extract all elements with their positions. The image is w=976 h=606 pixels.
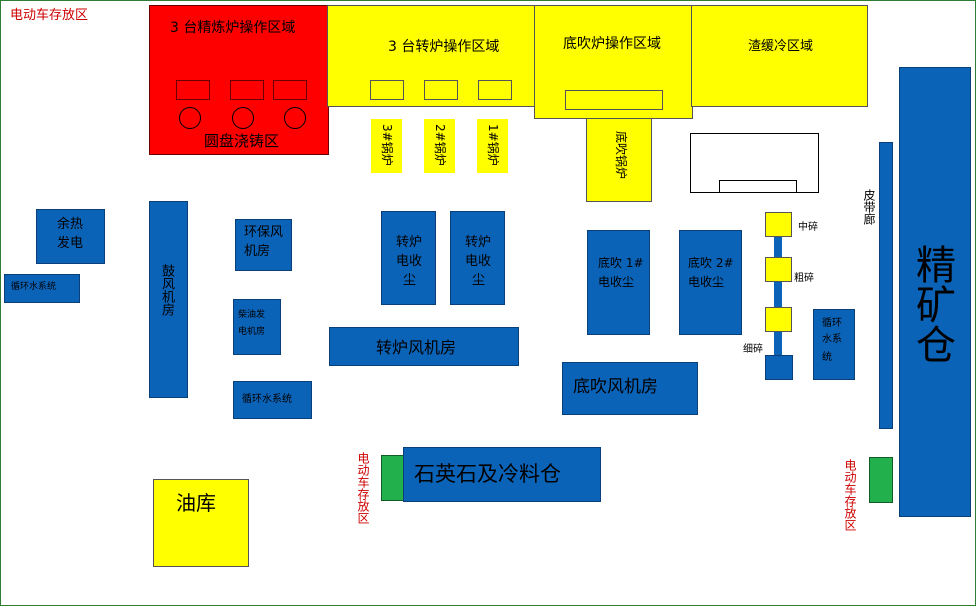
- casting-disc-3: [284, 107, 306, 129]
- ev-parking-right-label: 电动车存放区: [843, 459, 857, 531]
- diesel-generator-room: 柴油发 电机房: [233, 299, 281, 355]
- bottom-blow-area-label: 底吹炉操作区域: [563, 36, 661, 52]
- converter-area-label: 3 台转炉操作区域: [388, 39, 500, 55]
- conv-esp-1-line3: 尘: [403, 273, 417, 288]
- converter-operation-area: 3 台转炉操作区域: [327, 5, 537, 107]
- converter-esp-2: 转炉 电收 尘: [450, 211, 505, 305]
- crusher-fine: [765, 307, 792, 332]
- boiler-1: 1#锅炉: [477, 119, 508, 173]
- boiler-3-label: 3#锅炉: [380, 124, 394, 166]
- ev-parking-right: [869, 457, 893, 503]
- open-storage-box: [690, 133, 819, 193]
- bottom-blow-boiler: 底吹锅炉: [586, 118, 652, 202]
- diesel-line1: 柴油发: [238, 310, 266, 320]
- bottom-blow-boiler-label: 底吹锅炉: [614, 131, 628, 180]
- waste-heat-line2: 发电: [57, 236, 84, 251]
- circ-water-right-line3: 统: [822, 352, 832, 363]
- casting-disc-1: [179, 107, 201, 129]
- bb-esp-2-line2: 电收尘: [688, 275, 725, 289]
- bb-esp-1-line1: 底吹 1#: [598, 256, 644, 270]
- conv-esp-2-line1: 转炉: [465, 235, 492, 250]
- conv-fan-room-label: 转炉风机房: [376, 338, 457, 357]
- boiler-2: 2#锅炉: [424, 119, 455, 173]
- bb-fan-room-label: 底吹风机房: [573, 377, 658, 397]
- bottom-blow-esp-1: 底吹 1# 电收尘: [587, 230, 650, 335]
- crusher-mid: [765, 212, 792, 237]
- oil-depot-label: 油库: [176, 491, 216, 515]
- crusher-base: [765, 355, 793, 380]
- circ-water-left-label: 循环水系统: [11, 282, 57, 292]
- waste-heat-power: 余热 发电: [36, 209, 105, 264]
- belt-corridor-label: 皮带廊: [862, 189, 876, 225]
- converter-fan-room: 转炉风机房: [329, 327, 519, 366]
- ev-parking-mid: [381, 455, 405, 501]
- open-storage-box-inner: [719, 180, 797, 193]
- conv-esp-1-line1: 转炉: [396, 235, 423, 250]
- circ-water-right-line1: 循环: [822, 318, 842, 329]
- slag-cooling-label: 渣缓冷区域: [748, 39, 814, 54]
- bb-esp-1-line2: 电收尘: [598, 275, 635, 289]
- blower-room-label: 鼓风机房: [159, 264, 174, 316]
- circulating-water-left: 循环水系统: [4, 274, 80, 303]
- env-fan-line2: 机房: [244, 244, 271, 259]
- oil-depot: 油库: [153, 479, 249, 567]
- conv-esp-1-line2: 电收: [396, 254, 423, 269]
- crusher-conveyor: [774, 237, 782, 357]
- crush-mid-label: 中碎: [798, 222, 818, 233]
- converter-esp-1: 转炉 电收 尘: [381, 211, 436, 305]
- conv-esp-2-line3: 尘: [472, 273, 486, 288]
- refining-furnace-area: 3 台精炼炉操作区域 圆盘浇铸区: [149, 5, 329, 155]
- casting-disc-2: [232, 107, 254, 129]
- refining-area-label: 3 台精炼炉操作区域: [170, 20, 296, 36]
- belt-corridor: [879, 142, 893, 429]
- bottom-blow-fan-room: 底吹风机房: [562, 362, 698, 415]
- converter-1: [370, 80, 404, 100]
- circ-water-mid-label: 循环水系统: [242, 394, 292, 405]
- diesel-line2: 电机房: [238, 327, 266, 337]
- ev-parking-label-top: 电动车存放区: [10, 8, 89, 23]
- concentrate-bin: 精矿仓: [899, 67, 971, 517]
- boiler-1-label: 1#锅炉: [486, 124, 500, 166]
- converter-3: [478, 80, 512, 100]
- bottom-blow-operation-area: 底吹炉操作区域: [534, 5, 693, 119]
- ev-parking-mid-label: 电动车存放区: [356, 452, 370, 524]
- disc-casting-label: 圆盘浇铸区: [204, 132, 280, 150]
- boiler-2-label: 2#锅炉: [433, 124, 447, 166]
- circulating-water-right: 循环 水系 统: [813, 309, 855, 380]
- circulating-water-mid: 循环水系统: [233, 381, 312, 419]
- quartz-cold-material-bin: 石英石及冷料仓: [403, 447, 601, 502]
- refining-furnace-2: [230, 80, 264, 100]
- conv-esp-2-line2: 电收: [465, 254, 492, 269]
- env-fan-room: 环保风 机房: [235, 219, 292, 271]
- converter-2: [424, 80, 458, 100]
- quartz-bin-label: 石英石及冷料仓: [414, 462, 561, 486]
- refining-furnace-1: [176, 80, 210, 100]
- concentrate-bin-label: 精矿仓: [909, 244, 955, 364]
- bottom-blow-esp-2: 底吹 2# 电收尘: [679, 230, 742, 335]
- blower-room: 鼓风机房: [149, 201, 188, 398]
- crush-coarse-label: 粗碎: [794, 273, 814, 284]
- env-fan-line1: 环保风: [244, 225, 284, 240]
- slag-cooling-area: 渣缓冷区域: [691, 5, 868, 107]
- waste-heat-line1: 余热: [57, 217, 84, 232]
- circ-water-right-line2: 水系: [822, 334, 842, 345]
- crusher-coarse: [765, 257, 792, 282]
- bottom-blow-furnace: [565, 90, 663, 110]
- bb-esp-2-line1: 底吹 2#: [688, 256, 734, 270]
- crush-fine-label: 细碎: [743, 344, 763, 355]
- boiler-3: 3#锅炉: [371, 119, 402, 173]
- refining-furnace-3: [273, 80, 307, 100]
